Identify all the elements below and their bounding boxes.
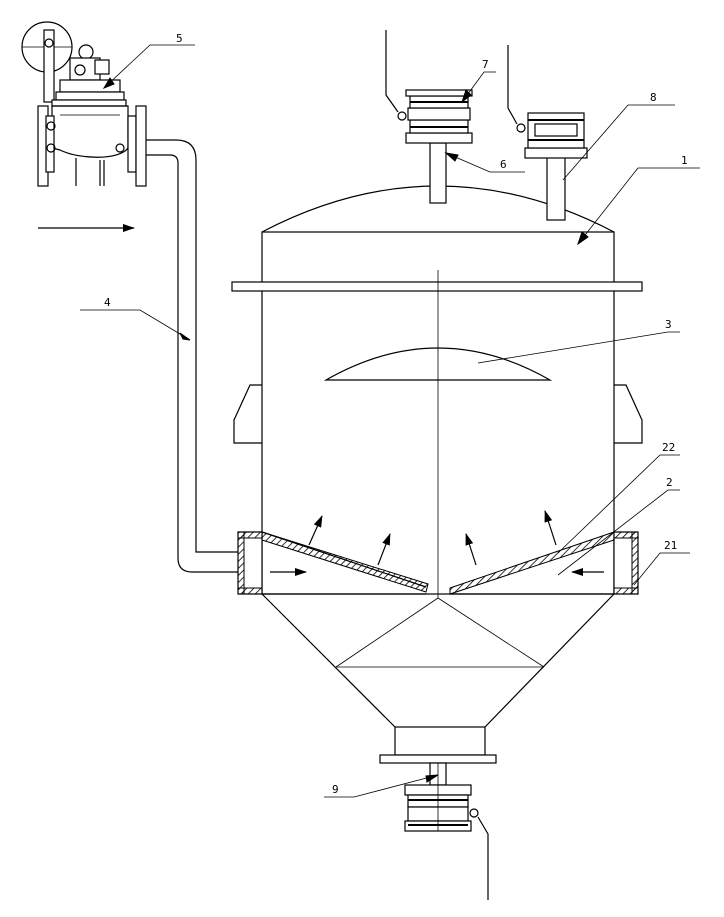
label-1: 1 [681,154,688,167]
label-5: 5 [176,32,183,45]
label-21: 21 [664,539,677,552]
bottom-drain-valve [404,762,489,900]
left-inlet-box [237,531,429,595]
label-4: 4 [104,296,111,309]
label-7: 7 [482,58,489,71]
label-6: 6 [500,158,507,171]
vessel-body [231,185,643,598]
label-9: 9 [332,783,339,796]
label-3: 3 [665,318,672,331]
top-outlet-8 [507,45,588,221]
bottom-cone [261,593,615,764]
right-inlet-box [449,531,639,595]
deflector-cap [323,347,553,381]
top-outlet-6 [385,30,473,204]
label-22: 22 [662,441,675,454]
inlet-pipe [146,139,238,573]
label-8: 8 [650,91,657,104]
flow-arrows [270,510,604,576]
leader-lines [80,44,700,798]
label-2: 2 [666,476,673,489]
control-valve [21,21,147,187]
part-labels: 5 4 7 6 8 1 3 22 2 21 9 [104,32,688,796]
